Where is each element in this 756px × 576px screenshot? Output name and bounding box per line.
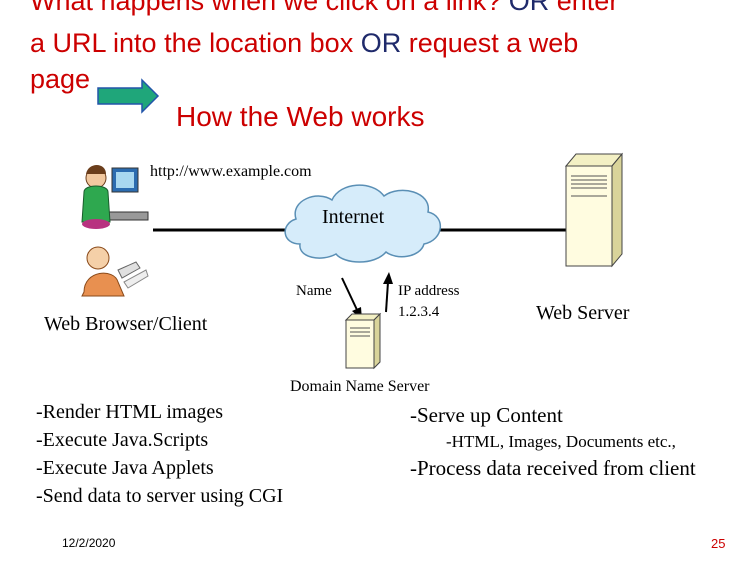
person-icon (81, 246, 149, 297)
title-or-keyword: OR (508, 0, 550, 16)
list-item: -Render HTML images (36, 401, 223, 423)
list-item: -Execute Java Applets (36, 457, 214, 479)
ip-response-arrowhead (383, 272, 393, 284)
name-label: Name (296, 283, 332, 299)
footer-date: 12/2/2020 (62, 536, 116, 550)
list-item: -Send data to server using CGI (36, 485, 284, 507)
server-icon (564, 152, 624, 268)
title-text: request a web (401, 28, 579, 58)
internet-label: Internet (322, 206, 385, 228)
client-task-list: -Render HTML images -Execute Java.Script… (36, 398, 283, 510)
ip-response-arrow (385, 281, 389, 313)
title-text: What happens when we click on a link? (30, 0, 509, 16)
ip-address-value: 1.2.3.4 (398, 304, 440, 320)
title-text: enter (549, 0, 619, 16)
arrow-right-icon (97, 78, 160, 114)
web-server-label: Web Server (536, 302, 630, 324)
name-query-arrow (341, 277, 359, 313)
page-number: 25 (711, 536, 726, 551)
slide-title-line-3: page (30, 64, 91, 94)
dns-label: Domain Name Server (290, 378, 430, 395)
person-computer-icon (81, 165, 149, 229)
server-task-serve: -Serve up Content (410, 403, 563, 427)
server-task-types: -HTML, Images, Documents etc., (446, 432, 676, 451)
server-icon (344, 312, 382, 370)
cloud-icon (284, 184, 441, 263)
web-client-label: Web Browser/Client (44, 313, 208, 335)
list-item: -Execute Java.Scripts (36, 429, 209, 451)
url-label: http://www.example.com (150, 163, 312, 180)
slide-subtitle: How the Web works (176, 101, 425, 132)
server-task-process: -Process data received from client (410, 456, 696, 480)
title-or-keyword: OR (360, 28, 402, 58)
title-text: a URL into the location box (30, 28, 361, 58)
ip-address-label: IP address (398, 283, 460, 299)
slide-title-line-1: What happens when we click on a link? OR… (30, 0, 618, 17)
slide-title-line-2: a URL into the location box OR request a… (30, 28, 578, 59)
